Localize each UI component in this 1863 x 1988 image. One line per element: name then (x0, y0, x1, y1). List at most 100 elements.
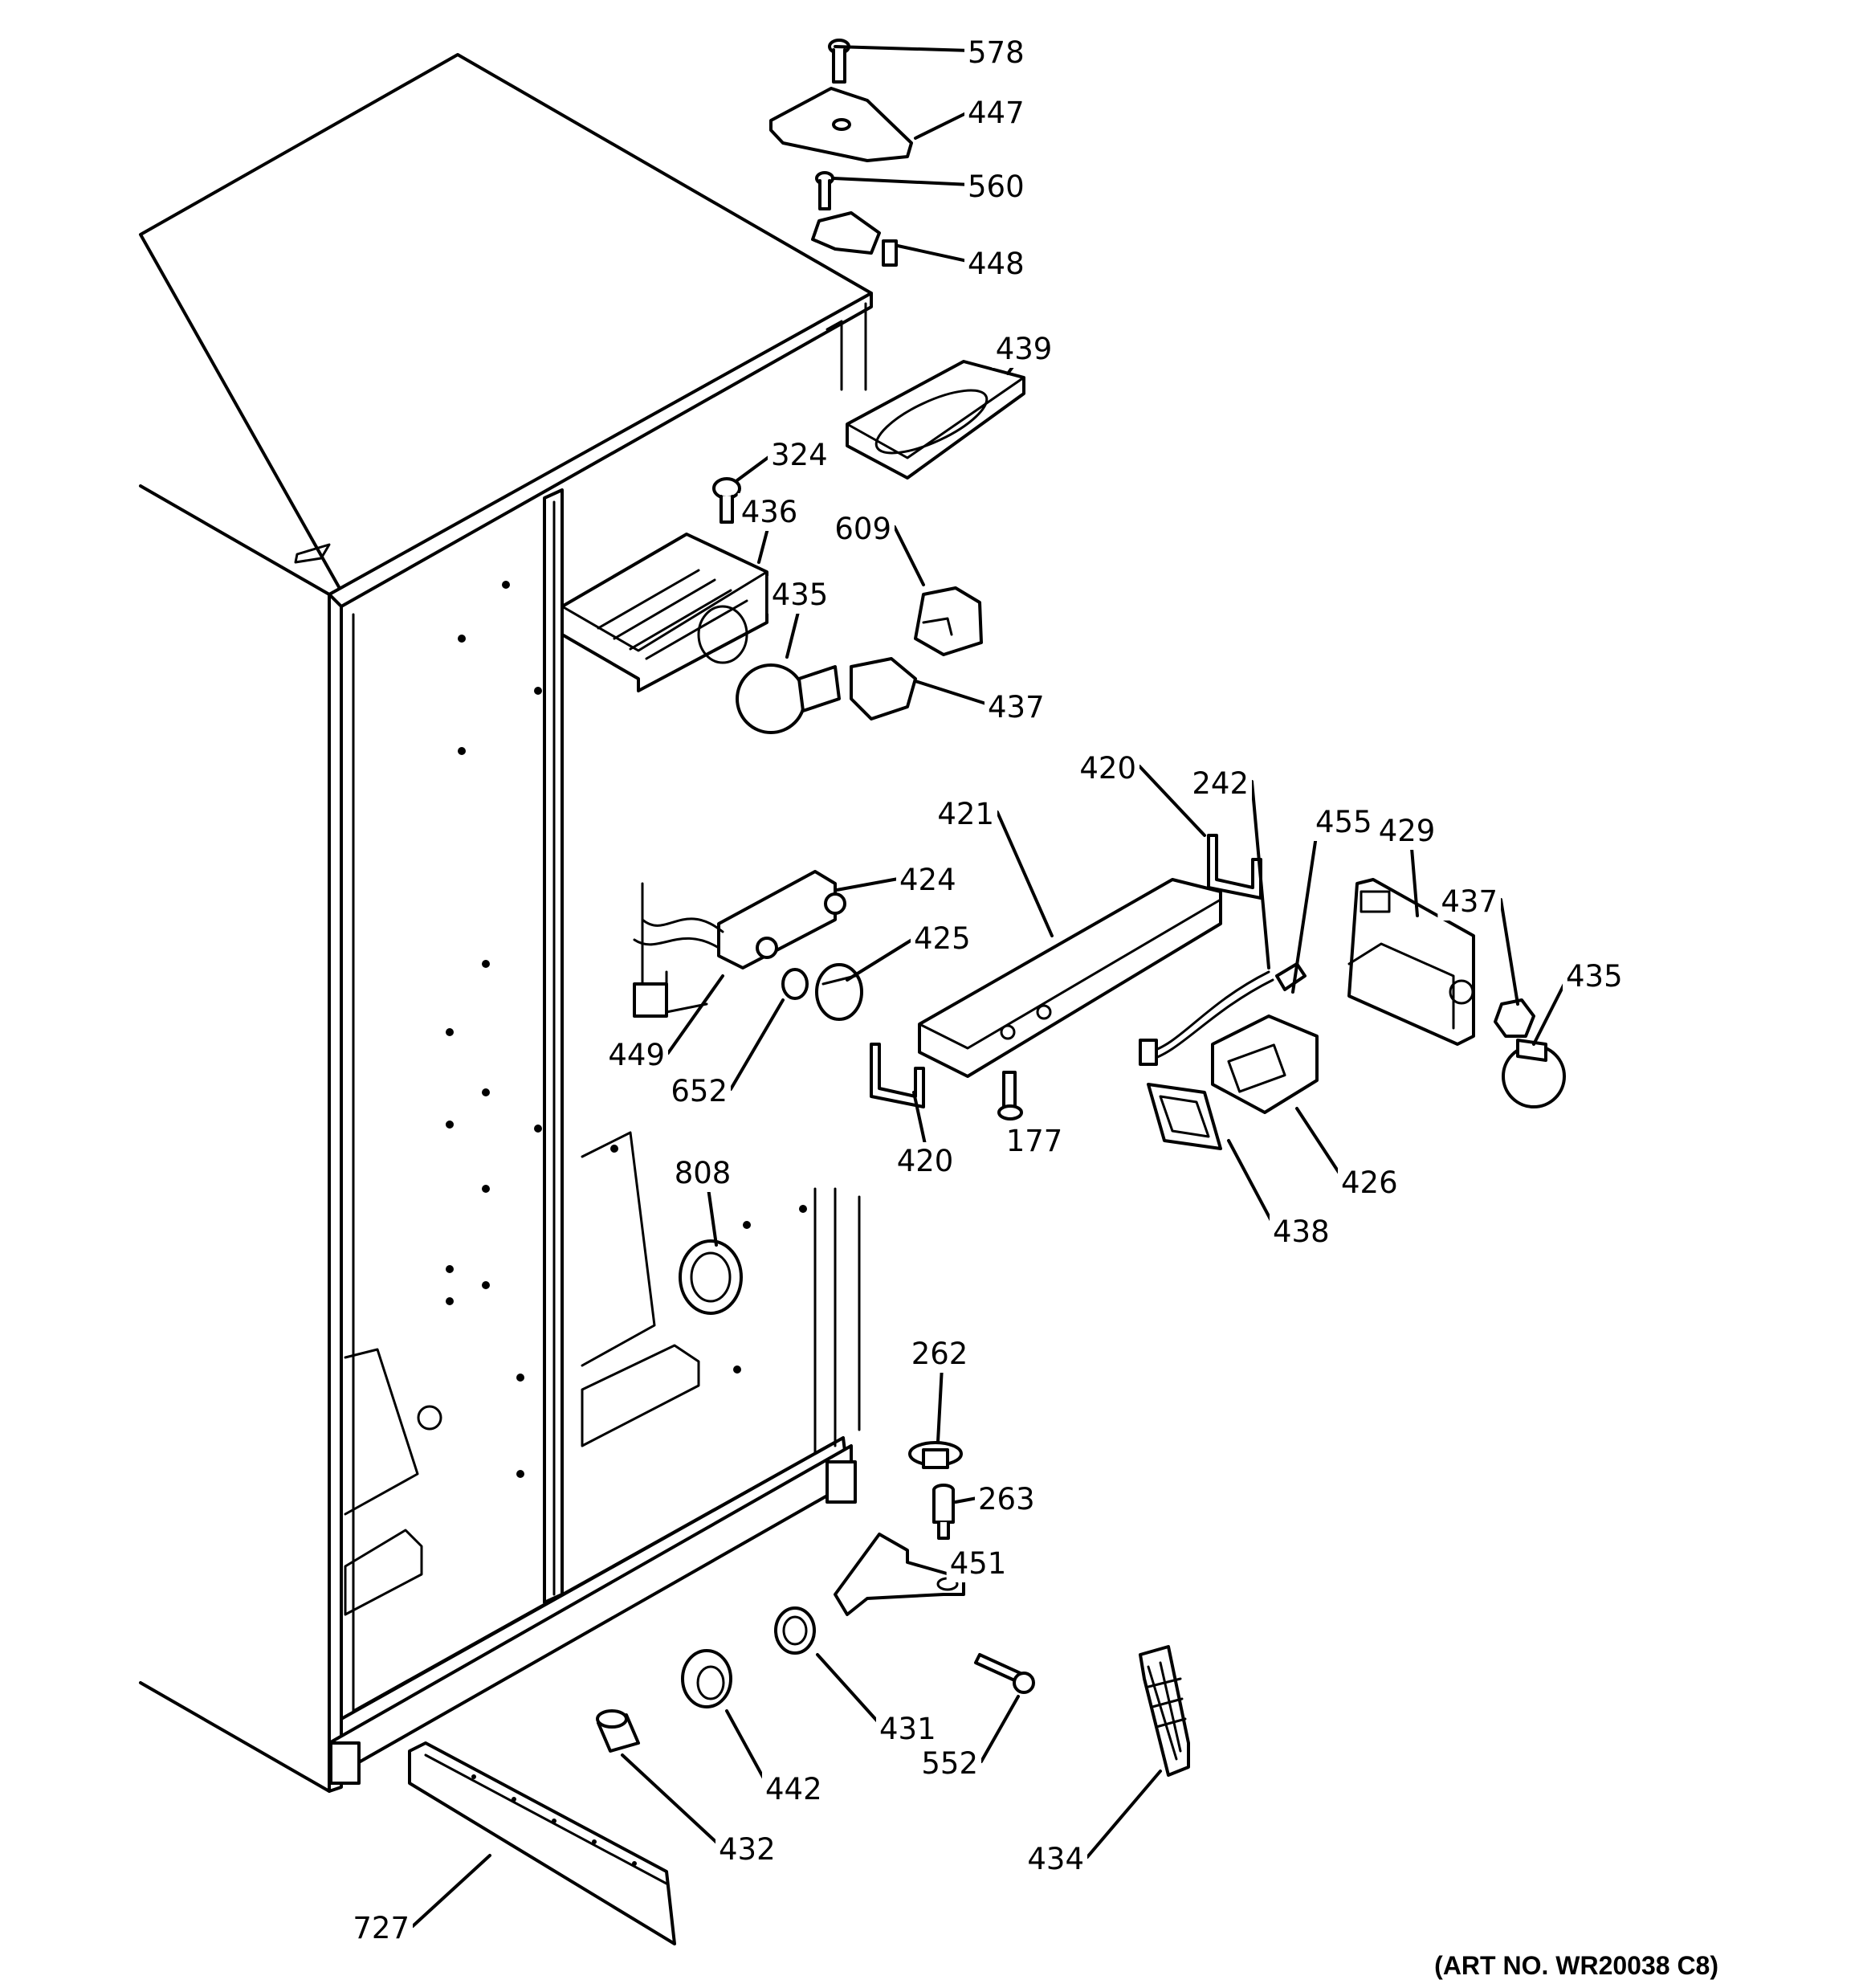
callout-bg (1188, 765, 1252, 802)
callout-bg (918, 1745, 981, 1782)
part-425-knob (815, 963, 863, 1021)
callout-bg (964, 245, 1028, 283)
part-435-bulb-right (1502, 1039, 1566, 1108)
callout-439: 439 (992, 330, 1056, 375)
leader-line (1250, 780, 1270, 970)
callout-431: 431 (816, 1653, 940, 1748)
callout-bg (907, 1335, 972, 1373)
callout-number: 263 (978, 1482, 1035, 1517)
leader-line (893, 525, 925, 586)
part-420-bracket-lower (870, 1043, 925, 1108)
callout-bg (1270, 1213, 1333, 1251)
callout-number: 177 (1006, 1124, 1063, 1158)
callout-bg (1076, 749, 1139, 787)
part-420-bracket-upper (1207, 834, 1262, 900)
callout-449: 449 (605, 974, 724, 1074)
callout-number: 652 (671, 1074, 728, 1108)
part-437-socket-upper (850, 657, 917, 720)
callout-number: 420 (897, 1144, 954, 1178)
callout-448: 448 (896, 244, 1028, 283)
callout-bg (737, 493, 801, 531)
part-324-push-pin (712, 477, 741, 524)
callout-bg (1002, 1122, 1066, 1160)
callout-451: 451 (946, 1545, 1010, 1582)
part-263-pin (932, 1484, 955, 1540)
leader-line (729, 998, 785, 1091)
leader-line (816, 1653, 884, 1729)
leader-line (896, 244, 972, 263)
callout-number: 437 (988, 690, 1045, 725)
callout-number: 439 (996, 332, 1053, 366)
callout-bg (896, 861, 960, 899)
callout-434: 434 (1024, 1770, 1162, 1878)
part-262-cam (908, 1441, 963, 1469)
part-242-harness (1139, 970, 1274, 1066)
callout-bg (762, 1770, 826, 1808)
callout-727: 727 (349, 1854, 491, 1947)
callout-429: 429 (1375, 812, 1439, 917)
part-438-lens-frame (1147, 1083, 1222, 1150)
leader-line (1138, 765, 1206, 837)
callout-number: 262 (911, 1337, 968, 1371)
part-436-light-housing (561, 533, 768, 692)
callout-bg (1338, 1164, 1401, 1202)
leader-line (832, 177, 972, 186)
part-448-top-hinge (811, 211, 881, 255)
parts (408, 39, 1566, 1945)
callout-420: 420 (893, 1091, 957, 1180)
art-number: (ART NO. WR20038 C8) (1434, 1951, 1718, 1980)
callout-number: 609 (834, 512, 891, 546)
callout-number: 435 (772, 578, 829, 612)
part-421-housing (918, 878, 1222, 1078)
part-552-screw (974, 1653, 1035, 1694)
callout-263: 263 (954, 1480, 1038, 1518)
part-432-sleeve (596, 1709, 640, 1753)
callout-bg (893, 1142, 957, 1180)
callout-bg (349, 1909, 413, 1947)
part-429-module (1347, 878, 1475, 1046)
leader-line (1227, 1139, 1278, 1231)
callout-number: 552 (921, 1746, 978, 1781)
callout-262: 262 (907, 1335, 972, 1443)
callout-438: 438 (1227, 1139, 1333, 1251)
leader-line (835, 876, 904, 892)
leader-line (846, 935, 919, 982)
callout-number: 436 (741, 495, 798, 529)
leader-line (667, 974, 724, 1055)
callout-560: 560 (832, 168, 1028, 206)
callout-bg (671, 1154, 735, 1192)
leader-line (411, 1854, 491, 1928)
callout-number: 451 (950, 1546, 1007, 1581)
callout-bg (946, 1545, 1010, 1582)
callout-bg (964, 168, 1028, 206)
callout-435: 435 (1532, 957, 1626, 1046)
callout-437: 437 (1437, 883, 1519, 1006)
callout-number: 727 (353, 1911, 410, 1945)
callout-435: 435 (768, 576, 832, 659)
callout-number: 448 (968, 247, 1025, 281)
callout-552: 552 (918, 1695, 1020, 1782)
callout-bg (876, 1710, 940, 1748)
part-177-screw (997, 1071, 1023, 1121)
callout-bg (984, 688, 1048, 726)
callout-bg (605, 1036, 668, 1074)
callout-bg (1312, 803, 1376, 841)
part-431-bushing (774, 1606, 816, 1655)
callout-number: 242 (1192, 766, 1249, 801)
callout-bg (964, 94, 1028, 132)
part-437-socket-right (1494, 998, 1535, 1038)
callout-number: 434 (1027, 1842, 1084, 1876)
callout-number: 560 (968, 169, 1025, 204)
callout-447: 447 (914, 94, 1028, 140)
part-609-switch (914, 586, 983, 656)
part-426-module (1211, 1014, 1319, 1114)
callout-number: 808 (675, 1156, 732, 1190)
part-451-bottom-hinge (834, 1533, 965, 1616)
callout-number: 324 (771, 438, 828, 472)
leader-line (1291, 818, 1320, 994)
callout-578: 578 (834, 34, 1028, 71)
callout-number: 578 (968, 35, 1025, 70)
callout-442: 442 (725, 1709, 826, 1808)
leader-line (914, 680, 993, 707)
